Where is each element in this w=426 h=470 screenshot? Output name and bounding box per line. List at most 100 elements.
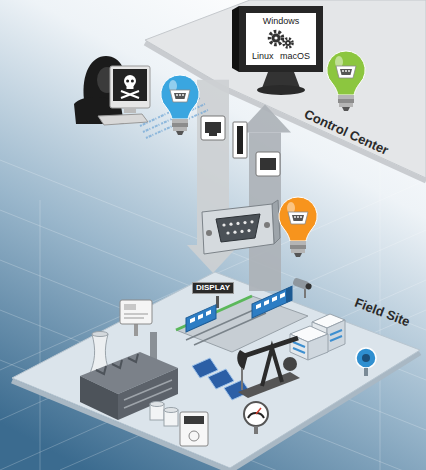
gear-icon-part: [272, 34, 281, 43]
pressure-gauge-part: [256, 408, 261, 414]
train-car-part: [252, 286, 292, 318]
power-plant-part: [80, 376, 118, 420]
workstation-monitor-part: [239, 6, 323, 72]
utility-meter-part: [180, 412, 208, 446]
oil-pumpjack-part: [283, 357, 297, 371]
hacker-computer-part: [121, 91, 139, 98]
slot-icon: [233, 122, 247, 158]
ethernet-port-icon-part: [201, 116, 225, 140]
os-name: Linux: [252, 51, 274, 61]
field-site-platform-surface: [12, 272, 420, 468]
serial-connector-part: [216, 214, 260, 242]
security-camera-part: [292, 277, 313, 291]
gear-icon-part: [287, 42, 289, 44]
pressure-gauge: [244, 402, 268, 434]
control-cabinet-part: [124, 304, 136, 310]
hacker-computer-part: [110, 66, 150, 108]
port-icon-part: [260, 158, 276, 170]
os-name: Windows: [263, 16, 300, 26]
ethernet-port-icon: [201, 116, 225, 140]
ethernet-port-icon-part: [205, 122, 221, 136]
utility-meter-part: [184, 416, 204, 424]
security-camera: [292, 277, 313, 298]
pressure-gauge-part: [254, 426, 258, 434]
sensor-icon: [356, 348, 376, 376]
train-car-part: [198, 313, 203, 319]
orange-bulb: [279, 197, 317, 257]
hacker-computer-part: [131, 80, 134, 83]
power-plant-part: [92, 332, 108, 337]
industrial-building-part: [293, 342, 305, 353]
storage-barrels-part: [164, 408, 178, 413]
power-plant-part: [118, 368, 178, 420]
port-icon-part: [256, 152, 280, 176]
gear-icon-part: [285, 40, 291, 46]
train-car: [252, 286, 292, 318]
gear-icon-part: [270, 32, 283, 45]
control-center-panel-surface: [145, 0, 426, 178]
power-plant-part: [124, 380, 172, 408]
workstation-monitor-part: [232, 6, 239, 72]
industrial-building: [290, 314, 345, 360]
industrial-building-part: [308, 334, 328, 360]
workstation-monitor-part: [257, 85, 305, 95]
train-car-part: [186, 305, 216, 332]
oil-pumpjack-part: [244, 338, 298, 356]
utility-meter-part: [189, 431, 199, 441]
green-bulb: [327, 51, 365, 111]
hacker-computer-part: [126, 80, 129, 83]
train-car-part: [280, 292, 285, 298]
serial-connector-part: [233, 231, 236, 234]
serial-connector-part: [222, 223, 225, 226]
serial-connector-part: [226, 231, 229, 234]
security-camera-part-part: [305, 283, 313, 291]
oil-pumpjack-part: [238, 372, 300, 398]
hacker-computer-part: [124, 108, 136, 113]
train-car-part: [272, 296, 277, 302]
serial-connector-part: [243, 221, 246, 224]
slot-icon-part: [237, 126, 243, 154]
train-car-part: [190, 317, 195, 323]
gear-icon-part: [284, 39, 293, 48]
sensor-icon-part: [362, 354, 370, 362]
hacker-computer-part: [113, 69, 147, 101]
serial-connector-part: [206, 230, 212, 236]
serial-connector-part: [229, 223, 232, 226]
train-car: [186, 305, 216, 332]
hacker-computer-part: [98, 114, 148, 125]
display-sign: DISPLAY: [192, 282, 234, 294]
slot-icon-part: [233, 122, 247, 158]
oil-pumpjack-part: [262, 348, 282, 386]
hacker-computer: [98, 66, 150, 125]
port-icon: [256, 152, 280, 176]
oil-pumpjack: [237, 338, 300, 398]
grid-lines-part: [40, 200, 41, 470]
workstation-monitor: [232, 6, 323, 95]
oil-pumpjack-part: [241, 368, 243, 390]
industrial-building-part: [327, 320, 345, 352]
industrial-building-part: [330, 330, 342, 341]
storage-barrels-part: [150, 402, 164, 407]
serial-connector-part: [236, 222, 239, 225]
train-car-part: [206, 310, 211, 316]
serial-connector-part: [247, 229, 250, 232]
serial-connector: [202, 200, 280, 254]
pressure-gauge-part: [244, 402, 268, 426]
utility-meter: [180, 412, 208, 446]
power-plant: [80, 332, 178, 421]
storage-barrels: [150, 402, 178, 427]
control-cabinet-part: [124, 314, 148, 318]
serial-connector-part: [202, 204, 274, 254]
hacker-computer-part: [127, 84, 134, 89]
platform-heading: Field Site: [352, 296, 411, 330]
os-name: macOS: [280, 51, 310, 61]
train-car-part: [264, 299, 269, 305]
train-car-part: [286, 286, 292, 303]
gear-icon-part: [274, 36, 277, 39]
sensor-icon-part: [364, 368, 368, 376]
serial-connector-part: [240, 230, 243, 233]
sensor-icon-part: [356, 348, 376, 368]
power-plant-part: [96, 354, 138, 374]
